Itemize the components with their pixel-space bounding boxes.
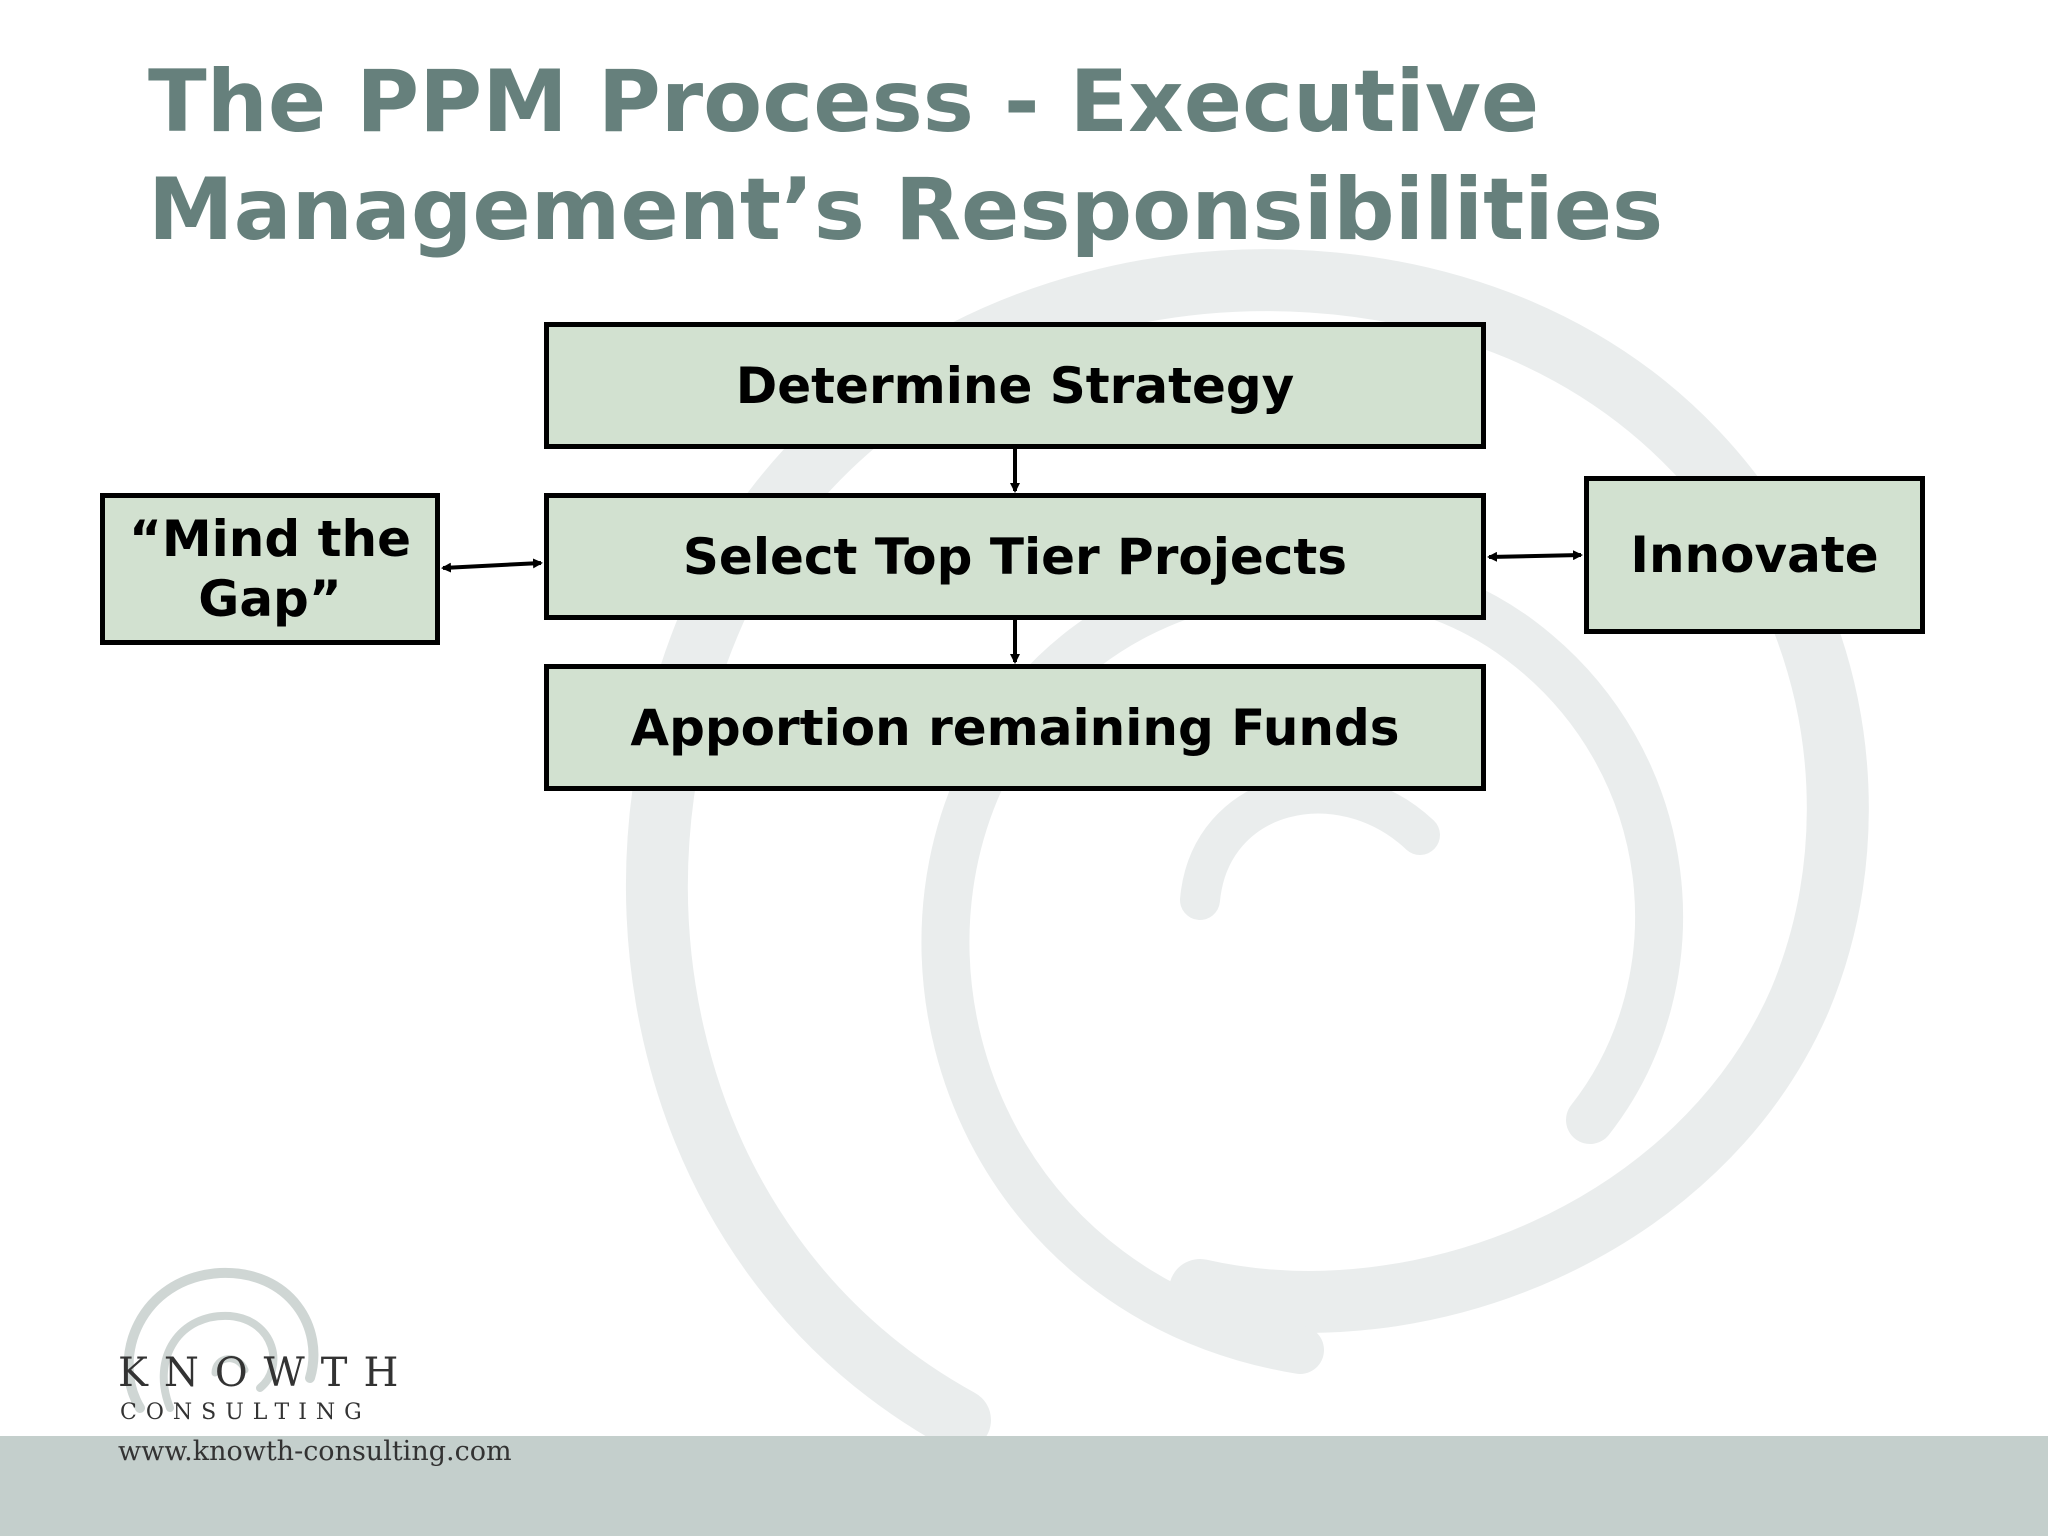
node-determine-strategy: Determine Strategy [544, 322, 1486, 449]
slide-title-line-1: The PPM Process - Executive [148, 52, 1540, 152]
logo-company-name: KNOWTH [118, 1350, 415, 1396]
slide-title-line-2: Management’s Responsibilities [148, 160, 1664, 260]
node-innovate: Innovate [1584, 476, 1925, 634]
slide-title: The PPM Process - Executive Management’s… [148, 48, 1663, 264]
node-determine-strategy-label: Determine Strategy [735, 356, 1295, 415]
company-url: www.knowth-consulting.com [118, 1436, 512, 1467]
node-apportion-remaining-funds: Apportion remaining Funds [544, 664, 1486, 791]
swirl-logo-icon [123, 1267, 319, 1413]
node-select-top-tier-projects: Select Top Tier Projects [544, 493, 1486, 620]
node-mind-the-gap: “Mind the Gap” [100, 493, 440, 645]
node-innovate-label: Innovate [1630, 526, 1879, 584]
company-logo: KNOWTH CONSULTING www.knowth-consulting.… [110, 1258, 570, 1478]
node-select-top-tier-projects-label: Select Top Tier Projects [682, 527, 1348, 586]
node-mind-the-gap-label: “Mind the Gap” [129, 510, 411, 628]
footer-band [0, 1436, 2048, 1536]
node-apportion-remaining-funds-label: Apportion remaining Funds [630, 698, 1400, 757]
logo-tagline: CONSULTING [120, 1400, 371, 1425]
